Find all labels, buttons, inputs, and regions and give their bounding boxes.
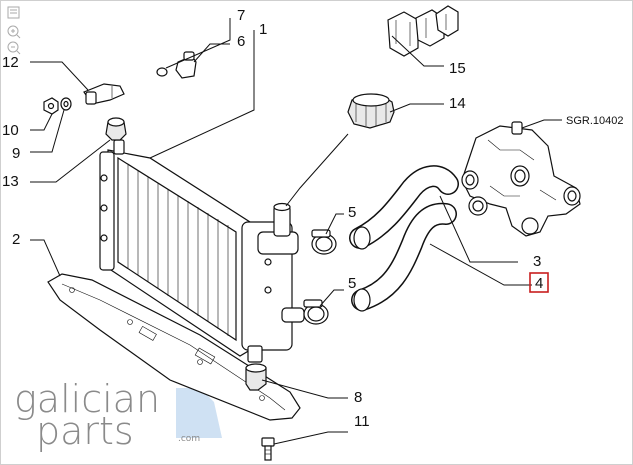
part-13-mount[interactable]	[105, 117, 127, 141]
callout-2[interactable]: 2	[12, 231, 20, 248]
selected-callout-highlight	[529, 272, 549, 293]
part-8-mount[interactable]	[245, 363, 267, 391]
callout-6[interactable]: 6	[237, 33, 245, 50]
callout-15[interactable]: 15	[449, 60, 466, 77]
part-10-nut[interactable]	[43, 97, 59, 115]
reference-code: SGR.10402	[566, 115, 623, 127]
part-9-washer[interactable]	[60, 97, 72, 111]
radiator-fins	[127, 165, 229, 336]
zoom-in-icon[interactable]	[7, 25, 21, 39]
watermark-shape	[176, 388, 222, 438]
print-icon[interactable]	[7, 6, 20, 19]
callout-8[interactable]: 8	[354, 389, 362, 406]
callout-13[interactable]: 13	[2, 173, 19, 190]
watermark-suffix: .com	[178, 434, 200, 444]
part-2-bracket[interactable]	[47, 273, 301, 421]
callout-3[interactable]: 3	[533, 253, 541, 270]
callout-12[interactable]: 12	[2, 54, 19, 71]
part-5-clamp-lower[interactable]	[303, 299, 329, 325]
watermark: galician parts .com	[14, 377, 222, 453]
zoom-out-icon[interactable]	[7, 41, 21, 55]
callout-1[interactable]: 1	[259, 21, 267, 38]
callout-4[interactable]: 4	[535, 275, 543, 292]
watermark-line1: galician	[14, 377, 160, 421]
callout-5-lower[interactable]: 5	[348, 275, 356, 292]
part-12-sensor[interactable]	[83, 83, 125, 105]
part-3-upper-hose[interactable]	[349, 165, 459, 250]
part-11-bolt[interactable]	[261, 437, 275, 461]
leader-lines	[30, 18, 562, 445]
callout-11[interactable]: 11	[354, 413, 370, 430]
callout-14[interactable]: 14	[449, 95, 466, 112]
part-7-oring[interactable]	[156, 67, 168, 77]
part-5-clamp-upper[interactable]	[311, 229, 337, 255]
part-4-lower-hose[interactable]	[351, 202, 457, 312]
part-15-clips[interactable]	[387, 5, 459, 57]
callout-9[interactable]: 9	[12, 145, 20, 162]
callout-10[interactable]: 10	[2, 122, 19, 139]
thermostat-housing[interactable]	[461, 121, 581, 237]
callout-5-upper[interactable]: 5	[348, 204, 356, 221]
part-1-radiator[interactable]	[99, 139, 305, 363]
part-14-cap[interactable]	[347, 93, 395, 129]
callout-7[interactable]: 7	[237, 7, 245, 24]
callouts: 1 2 3 4 5 5 6 7 8 9 10 11 12 13 14 15 SG…	[2, 7, 623, 430]
watermark-line2: parts	[36, 409, 134, 453]
